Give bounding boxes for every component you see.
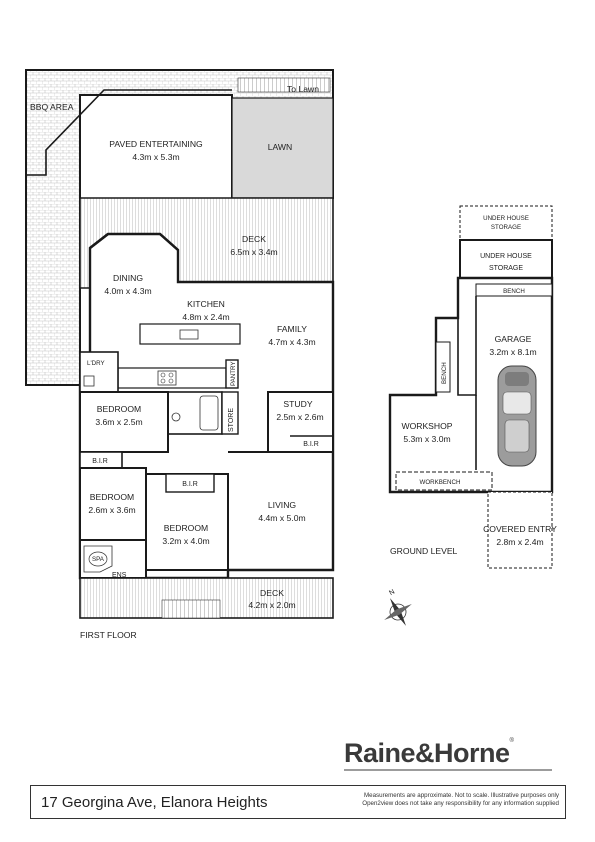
under-house-storage-1 — [459, 205, 553, 241]
stairs-to-lawn — [237, 77, 331, 93]
brand-logo: Raine&Horne® — [344, 738, 514, 769]
disclaimer-text: Measurements are approximate. Not to sca… — [339, 792, 559, 808]
workbench — [395, 471, 493, 491]
lower-deck-size: 4.2m x 2.0m — [248, 600, 295, 610]
bedroom-3-label: BEDROOM — [164, 523, 208, 533]
first-floor-labels: BBQ AREA To Lawn PAVED ENTERTAINING 4.3m… — [30, 84, 324, 640]
bbq-wall — [26, 89, 232, 176]
ground-level-plan — [388, 205, 554, 569]
garage-size: 3.2m x 8.1m — [489, 347, 536, 357]
side-bench — [435, 341, 451, 393]
covered-entry — [487, 491, 553, 569]
paved-entertaining-size: 4.3m x 5.3m — [132, 152, 179, 162]
lawn-label: LAWN — [268, 142, 293, 152]
bedroom-2-bir-label: B.I.R — [92, 458, 108, 465]
kitchen-label: KITCHEN — [187, 299, 225, 309]
compass-north-label: N — [388, 589, 396, 598]
ground-level-labels: UNDER HOUSE STORAGE UNDER HOUSE STORAGE … — [390, 215, 557, 556]
study-room — [267, 391, 334, 453]
store-room — [221, 391, 239, 435]
covered-entry-label: COVERED ENTRY — [483, 524, 557, 534]
store-label: STORE — [228, 408, 235, 432]
bedroom-1 — [79, 391, 169, 453]
family-label: FAMILY — [277, 324, 307, 334]
property-address: 17 Georgina Ave, Elanora Heights — [41, 794, 268, 811]
first-floor-title: FIRST FLOOR — [80, 630, 137, 640]
disclaimer-line-2: Open2view does not take any responsibili… — [362, 800, 559, 807]
pantry-label: PANTRY — [230, 361, 237, 386]
bedroom-3-size: 3.2m x 4.0m — [162, 536, 209, 546]
study-bir-label: B.I.R — [303, 441, 319, 448]
study-size: 2.5m x 2.6m — [276, 412, 323, 422]
garage-label: GARAGE — [495, 334, 532, 344]
footer-bar: 17 Georgina Ave, Elanora Heights Measure… — [30, 785, 566, 819]
garage-wall — [457, 296, 477, 396]
garage-bench — [475, 283, 553, 297]
bedroom-1-label: BEDROOM — [97, 404, 141, 414]
pantry-room — [225, 359, 239, 389]
ensuite-label: ENS — [112, 572, 127, 579]
dining-size: 4.0m x 4.3m — [104, 286, 151, 296]
workshop-label: WORKSHOP — [401, 421, 452, 431]
car-icon — [497, 365, 537, 467]
covered-entry-size: 2.8m x 2.4m — [496, 537, 543, 547]
spa-label: SPA — [92, 556, 105, 563]
ground-level-title: GROUND LEVEL — [390, 546, 458, 556]
bench-label: BENCH — [503, 288, 525, 295]
storage-1-line-1: UNDER HOUSE — [483, 215, 529, 222]
first-floor-plan — [25, 69, 335, 619]
cooktop — [157, 370, 177, 386]
storage-2-line-1: UNDER HOUSE — [480, 253, 532, 260]
to-lawn-label: To Lawn — [287, 84, 319, 94]
lower-deck-label: DECK — [260, 588, 284, 598]
storage-1-line-2: STORAGE — [491, 224, 521, 231]
workbench-label: WORKBENCH — [420, 479, 461, 486]
lawn-area — [231, 97, 334, 199]
bedroom-1-size: 3.6m x 2.5m — [95, 417, 142, 427]
upper-deck-size: 6.5m x 3.4m — [230, 247, 277, 257]
study-label: STUDY — [283, 399, 312, 409]
kitchen-size: 4.8m x 2.4m — [182, 312, 229, 322]
side-bench-label: BENCH — [441, 362, 448, 384]
bedroom-3-bir-label: B.I.R — [182, 481, 198, 488]
family-size: 4.7m x 4.3m — [268, 337, 315, 347]
bedroom-2-label: BEDROOM — [90, 492, 134, 502]
spa-bath — [83, 545, 113, 573]
living-label: LIVING — [268, 500, 296, 510]
bir-bedroom-3 — [165, 473, 215, 493]
bbq-area-label: BBQ AREA — [30, 102, 74, 112]
deck-stairs — [161, 599, 221, 619]
dining-label: DINING — [113, 273, 143, 283]
living-size: 4.4m x 5.0m — [258, 513, 305, 523]
workshop-size: 5.3m x 3.0m — [403, 434, 450, 444]
bedroom-2 — [79, 467, 147, 541]
upper-deck-label: DECK — [242, 234, 266, 244]
laundry-label: L'DRY — [87, 360, 105, 367]
disclaimer-line-1: Measurements are approximate. Not to sca… — [364, 792, 559, 799]
compass-icon: N — [384, 589, 412, 626]
paved-entertaining-label: PAVED ENTERTAINING — [109, 139, 203, 149]
island-sink — [179, 329, 199, 340]
bedroom-2-size: 2.6m x 3.6m — [88, 505, 135, 515]
brand-registered-mark: ® — [509, 738, 514, 744]
storage-2-line-2: STORAGE — [489, 265, 523, 272]
brand-name: Raine&Horne — [344, 738, 510, 768]
